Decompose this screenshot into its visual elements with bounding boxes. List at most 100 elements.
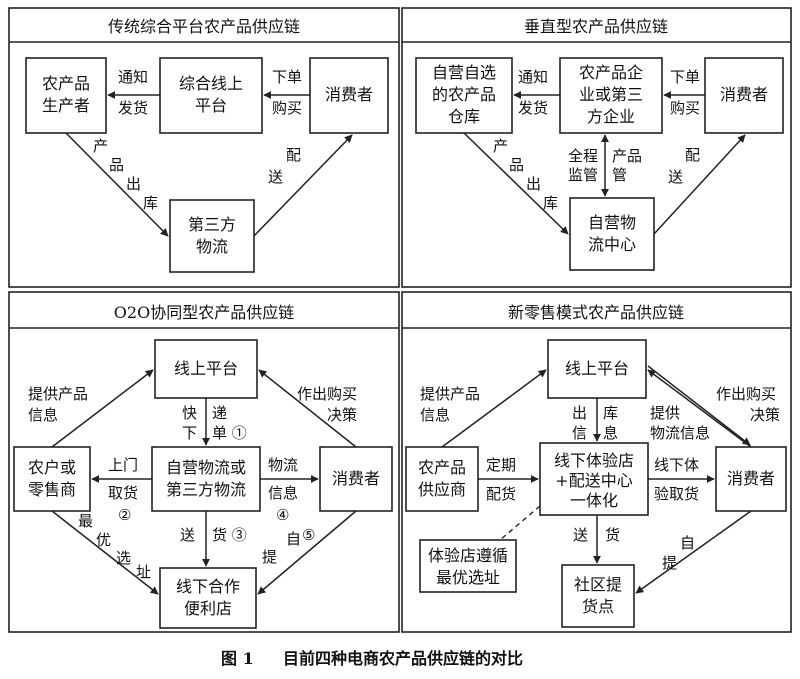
svg-text:递: 递 — [212, 404, 227, 422]
svg-text:提供产品: 提供产品 — [28, 385, 88, 403]
svg-text:送: 送 — [573, 526, 588, 544]
svg-text:的农产品: 的农产品 — [432, 85, 496, 104]
node-o2o-platform — [154, 339, 258, 399]
svg-text:货 ③: 货 ③ — [212, 526, 247, 544]
svg-text:消费者: 消费者 — [727, 469, 775, 488]
edge-selfpick-1: 提 — [262, 548, 277, 566]
svg-text:社区提: 社区提 — [574, 575, 622, 594]
svg-text:物流信息: 物流信息 — [650, 424, 710, 442]
svg-text:一体化: 一体化 — [570, 491, 618, 510]
svg-text:作出购买: 作出购买 — [716, 385, 776, 403]
svg-text:线下体: 线下体 — [654, 456, 699, 474]
node-rule-line-2: 最优选址 — [436, 568, 500, 587]
edge-provide-1: 提供产品 — [28, 385, 88, 403]
svg-text:作出购买: 作出购买 — [297, 385, 357, 403]
node-nr-platform — [547, 339, 647, 399]
edge-deliver-2-1: 配 — [685, 146, 700, 164]
svg-text:产品: 产品 — [612, 147, 642, 165]
svg-text:发货: 发货 — [118, 99, 148, 117]
panel-2: 自营自选 的农产品 仓库 农产品企 业或第三 方企业 消费者 自营物 流中心 通… — [415, 57, 784, 271]
edge-nr-decide-2: 决策 — [750, 406, 780, 424]
svg-text:信: 信 — [572, 424, 587, 442]
edge-notify-2: 发货 — [118, 99, 148, 117]
node-enterprise-line-3: 方企业 — [587, 107, 635, 126]
svg-text:送: 送 — [268, 168, 283, 186]
edge-order-1: 下单 — [272, 68, 302, 86]
node-o2o-logistics-line-1: 自营物流或 — [166, 458, 246, 477]
edge-selfpick-2: 自 — [286, 530, 301, 548]
edge-pickup-1: 上门 — [108, 456, 138, 474]
panel-1-title: 传统综合平台农产品供应链 — [108, 17, 300, 36]
svg-text:出: 出 — [526, 175, 541, 193]
edge-monitor-2: 监管 — [568, 166, 598, 184]
svg-text:提: 提 — [262, 548, 277, 566]
edge-decide-1: 作出购买 — [297, 385, 357, 403]
edge-express-1: 快 — [182, 404, 197, 422]
svg-text:⑤: ⑤ — [302, 526, 315, 544]
node-o2o-consumer-line-1: 消费者 — [332, 469, 380, 488]
node-store-line-2: 便利店 — [184, 599, 232, 618]
svg-text:购买: 购买 — [670, 99, 700, 117]
edge-monitor-3: 产品 — [612, 147, 642, 165]
edge-express-4: 单 ① — [212, 424, 247, 442]
edge-out-3: 出 — [126, 175, 141, 193]
panel-3-title: O2O协同型农产品供应链 — [114, 303, 294, 322]
edge-ship-2: 货 ③ — [212, 526, 247, 544]
svg-text:综合线上: 综合线上 — [179, 74, 243, 93]
node-enterprise-line-2: 业或第三 — [579, 85, 643, 104]
edge-outinfo-3: 库 — [603, 404, 618, 422]
svg-text:第三方: 第三方 — [188, 215, 236, 234]
node-o2o-logistics — [151, 446, 261, 512]
svg-text:库: 库 — [603, 404, 618, 422]
edge-express-3: 递 — [212, 404, 227, 422]
edge-loginfo-1: 提供 — [650, 404, 680, 422]
edge-notify-2-1: 通知 — [518, 68, 548, 86]
node-community — [561, 564, 635, 628]
edge-selfpick-3: ⑤ — [302, 526, 315, 544]
svg-text:信息: 信息 — [420, 406, 450, 424]
panel-1: 农产品 生产者 综合线上 平台 消费者 第三方 物流 通知 发货 下单 购买 产… — [25, 57, 389, 273]
svg-text:货点: 货点 — [582, 597, 614, 616]
node-warehouse-line-3: 仓库 — [448, 107, 480, 126]
svg-text:发货: 发货 — [518, 99, 548, 117]
svg-text:提供: 提供 — [650, 404, 680, 422]
svg-text:线下体验店: 线下体验店 — [554, 451, 634, 470]
svg-text:最: 最 — [78, 512, 93, 530]
svg-text:库: 库 — [143, 194, 158, 212]
node-producer-line-2: 生产者 — [42, 96, 90, 115]
edge-out-2-3: 出 — [526, 175, 541, 193]
edge-route-2: 优 — [96, 531, 111, 549]
node-experience — [539, 442, 649, 516]
node-rule — [419, 539, 517, 593]
edge-provide-2: 信息 — [28, 406, 58, 424]
svg-text:购买: 购买 — [272, 99, 302, 117]
svg-text:自: 自 — [286, 530, 301, 548]
node-consumer — [309, 57, 389, 134]
edge-info-3: ④ — [276, 506, 289, 524]
edge-notify-1: 通知 — [118, 68, 148, 86]
edge-ship-1: 送 — [180, 526, 195, 544]
node-warehouse-line-1: 自营自选 — [432, 63, 496, 82]
svg-text:定期: 定期 — [486, 456, 516, 474]
edge-deliver-2-2: 送 — [668, 168, 683, 186]
svg-text:供应商: 供应商 — [418, 480, 466, 499]
svg-text:下单: 下单 — [670, 68, 700, 86]
svg-text:通知: 通知 — [118, 68, 148, 86]
node-nr-consumer-line-1: 消费者 — [727, 469, 775, 488]
svg-text:生产者: 生产者 — [42, 96, 90, 115]
svg-text:下单: 下单 — [272, 68, 302, 86]
svg-text:自营自选: 自营自选 — [432, 63, 496, 82]
node-farmer-line-2: 零售商 — [28, 480, 76, 499]
node-o2o-platform-line-1: 线上平台 — [174, 359, 238, 378]
svg-text:品: 品 — [509, 156, 524, 174]
edge-loginfo-2: 物流信息 — [650, 424, 710, 442]
edge-nr-selfpick-1: 自 — [680, 534, 695, 552]
svg-text:农产品: 农产品 — [418, 458, 466, 477]
svg-text:全程: 全程 — [568, 147, 598, 165]
edge-periodic-2: 配货 — [486, 485, 516, 503]
svg-text:品: 品 — [109, 156, 124, 174]
svg-text:息: 息 — [603, 424, 618, 442]
svg-text:②: ② — [118, 506, 131, 524]
edge-deliver-1: 配 — [286, 146, 301, 164]
